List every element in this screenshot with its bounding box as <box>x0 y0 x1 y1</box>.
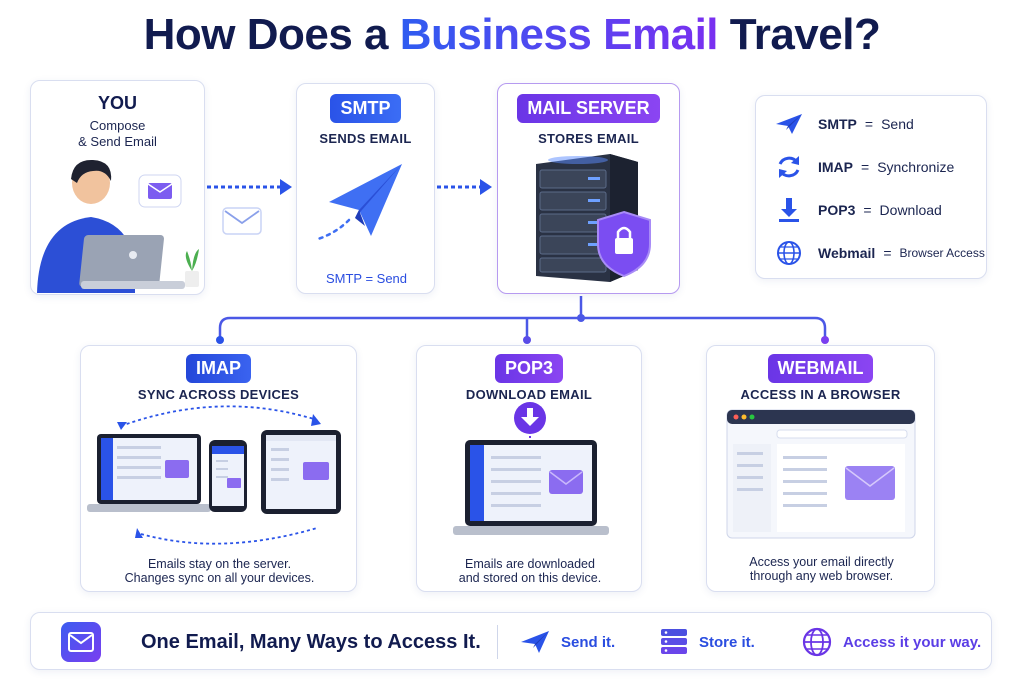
imap-badge: IMAP <box>186 354 251 383</box>
pop3-caption-2: and stored on this device. <box>458 571 602 585</box>
imap-caption-2: Changes sync on all your devices. <box>124 571 315 585</box>
envelope-icon <box>61 622 101 662</box>
download-icon <box>779 198 799 222</box>
footer-store: Store it. <box>659 613 755 671</box>
multi-device-sync-illustration <box>87 405 341 545</box>
footer-tagline: One Email, Many Ways to Access It. <box>141 630 481 653</box>
legend-row-imap: IMAP=Synchronize <box>772 152 954 182</box>
you-line1: Compose <box>89 118 146 133</box>
footer-banner: One Email, Many Ways to Access It. Send … <box>30 612 992 670</box>
imap-caption-1: Emails stay on the server. <box>147 557 292 571</box>
smtp-subtitle: SENDS EMAIL <box>319 131 412 146</box>
webmail-caption-2: through any web browser. <box>749 569 894 583</box>
mail-server-card: MAIL SERVER STORES EMAIL <box>497 83 680 294</box>
envelope-icon <box>222 207 262 235</box>
chat-bubble-icon <box>138 174 182 208</box>
mail-server-subtitle: STORES EMAIL <box>538 131 639 146</box>
smtp-badge: SMTP <box>330 94 401 123</box>
arrow-smtp-to-server <box>437 179 492 195</box>
globe-icon <box>777 241 801 265</box>
paper-plane-icon <box>521 631 549 653</box>
you-line2: & Send Email <box>78 134 157 149</box>
browser-window-illustration <box>726 409 916 539</box>
protocol-legend: SMTP=Send IMAP=Synchronize POP3=Download… <box>755 95 987 279</box>
globe-icon <box>802 627 832 657</box>
mail-server-badge: MAIL SERVER <box>517 94 660 123</box>
footer-access: Access it your way. <box>801 613 981 671</box>
title-accent: Business Email <box>399 10 719 59</box>
imap-subtitle: SYNC ACROSS DEVICES <box>137 387 300 402</box>
webmail-badge: WEBMAIL <box>767 354 874 383</box>
you-card: YOU Compose & Send Email <box>30 80 205 295</box>
shield-lock-icon <box>597 210 651 278</box>
phone-icon <box>209 440 247 512</box>
webmail-card: WEBMAIL ACCESS IN A BROWSER Access your … <box>706 345 935 592</box>
paper-plane-icon <box>313 164 402 242</box>
tree-node <box>577 314 585 322</box>
page-title: How Does a Business Email Travel? <box>143 10 881 59</box>
envelope-icon <box>845 466 895 500</box>
smtp-footer: SMTP = Send <box>325 271 408 286</box>
webmail-caption-1: Access your email directly <box>749 555 894 569</box>
imap-card: IMAP SYNC ACROSS DEVICES <box>80 345 357 592</box>
server-rack-icon <box>536 154 651 282</box>
pop3-caption-1: Emails are downloaded <box>465 557 595 571</box>
person-at-laptop-illustration <box>37 159 199 293</box>
pop3-subtitle: DOWNLOAD EMAIL <box>465 387 593 402</box>
server-icon <box>661 629 687 654</box>
footer-send: Send it. <box>519 613 615 671</box>
laptop-icon <box>87 434 211 512</box>
pop3-card: POP3 DOWNLOAD EMAIL Emails are downloade… <box>416 345 642 592</box>
webmail-subtitle: ACCESS IN A BROWSER <box>740 387 901 402</box>
pop3-badge: POP3 <box>494 354 564 383</box>
arrow-you-to-smtp <box>207 179 292 195</box>
legend-row-webmail: Webmail=Browser Access <box>772 238 985 268</box>
tablet-icon <box>261 430 341 514</box>
legend-row-smtp: SMTP=Send <box>772 109 914 139</box>
paper-plane-icon <box>776 114 802 134</box>
laptop-download-illustration <box>453 402 609 535</box>
you-heading: YOU <box>97 93 137 113</box>
sync-icon <box>778 156 800 178</box>
server-tree-lines <box>218 296 827 340</box>
footer-divider <box>497 625 498 659</box>
download-circle-icon <box>514 402 546 442</box>
smtp-card: SMTP SENDS EMAIL SMTP = Send <box>296 83 435 294</box>
laptop-icon <box>453 440 609 535</box>
legend-row-pop3: POP3=Download <box>772 195 942 225</box>
